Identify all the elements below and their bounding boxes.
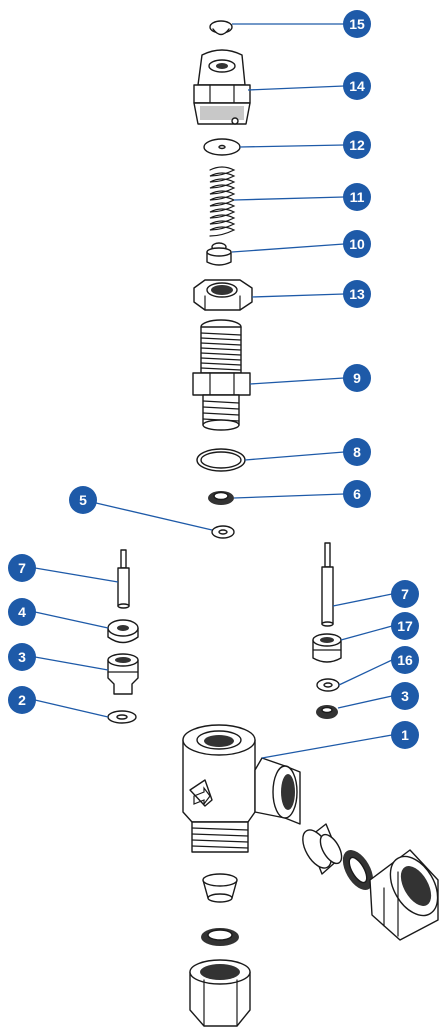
leader-9 [249,377,345,385]
callout-14-label: 14 [349,78,365,94]
callout-12: 12 [343,131,371,159]
part-9-threaded-body [192,319,251,431]
callout-8-label: 8 [353,444,361,460]
callout-9-label: 9 [353,370,361,386]
part-7-pin-left [117,549,130,609]
callout-4-label: 4 [18,604,26,620]
leader-10 [231,243,345,253]
callout-3-right: 3 [391,682,419,710]
callout-13: 13 [343,280,371,308]
part-2-washer [107,710,137,724]
leader-7b [332,593,393,607]
leader-4 [34,611,109,629]
part-bottom-nut [189,959,251,1027]
callout-12-label: 12 [349,137,365,153]
callout-9: 9 [343,364,371,392]
leader-8 [244,451,345,461]
leader-11 [233,196,345,201]
leader-14 [247,85,345,91]
callout-16-label: 16 [397,652,413,668]
leader-5 [95,502,213,531]
leader-3b [337,695,393,709]
part-11-spring [209,166,236,237]
callout-17-label: 17 [397,618,413,634]
callout-2-label: 2 [18,692,26,708]
callout-10: 10 [343,230,371,258]
leader-6 [233,493,345,499]
leader-17 [340,625,393,641]
leader-2 [34,699,109,718]
callout-3-right-label: 3 [401,688,409,704]
callout-3-left-label: 3 [18,649,26,665]
part-6-seal [208,491,234,505]
callouts: 15 14 12 11 10 13 9 8 [8,10,419,749]
part-3-seat-right [316,705,338,719]
callout-3-left: 3 [8,643,36,671]
callout-6-label: 6 [353,486,361,502]
callout-15: 15 [343,10,371,38]
callout-6: 6 [343,480,371,508]
callout-11: 11 [343,183,371,211]
leader-lines [34,23,393,759]
part-1-tee-body [182,724,301,853]
part-8-o-ring [196,448,246,472]
callout-7-left: 7 [8,554,36,582]
part-17-insert [312,633,342,663]
part-12-disc [203,138,241,156]
part-5-washer [211,525,235,539]
callout-7-right: 7 [391,580,419,608]
part-3-valve-seat-left [107,653,139,695]
part-bottom-ferrule [202,873,238,903]
part-bottom-seal-ring [201,928,239,946]
part-7-pin-right [321,542,334,627]
part-16-washer [316,678,340,692]
part-15-cap [209,20,233,36]
callout-4: 4 [8,598,36,626]
callout-1-label: 1 [401,727,409,743]
part-14-housing [193,49,251,125]
callout-13-label: 13 [349,286,365,302]
callout-11-label: 11 [350,189,365,205]
callout-14: 14 [343,72,371,100]
callout-2: 2 [8,686,36,714]
callout-7-left-label: 7 [18,560,26,576]
callout-5-label: 5 [79,492,87,508]
leader-13 [251,293,345,298]
part-right-seal-ring [342,850,374,890]
leader-3a [34,656,109,671]
callout-16: 16 [391,646,419,674]
part-10-poppet [206,242,232,266]
callout-10-label: 10 [349,236,365,252]
leader-12 [239,144,345,148]
callout-1: 1 [391,721,419,749]
leader-7a [34,567,119,583]
leader-1 [261,734,393,759]
part-right-ferrule [302,823,343,875]
part-4-cap [107,619,139,644]
callout-15-label: 15 [349,16,365,32]
part-13-hex-nut [193,279,253,311]
callout-5: 5 [69,486,97,514]
leader-16 [338,659,393,686]
part-right-nut [369,849,439,941]
callout-17: 17 [391,612,419,640]
callout-7-right-label: 7 [401,586,409,602]
callout-8: 8 [343,438,371,466]
